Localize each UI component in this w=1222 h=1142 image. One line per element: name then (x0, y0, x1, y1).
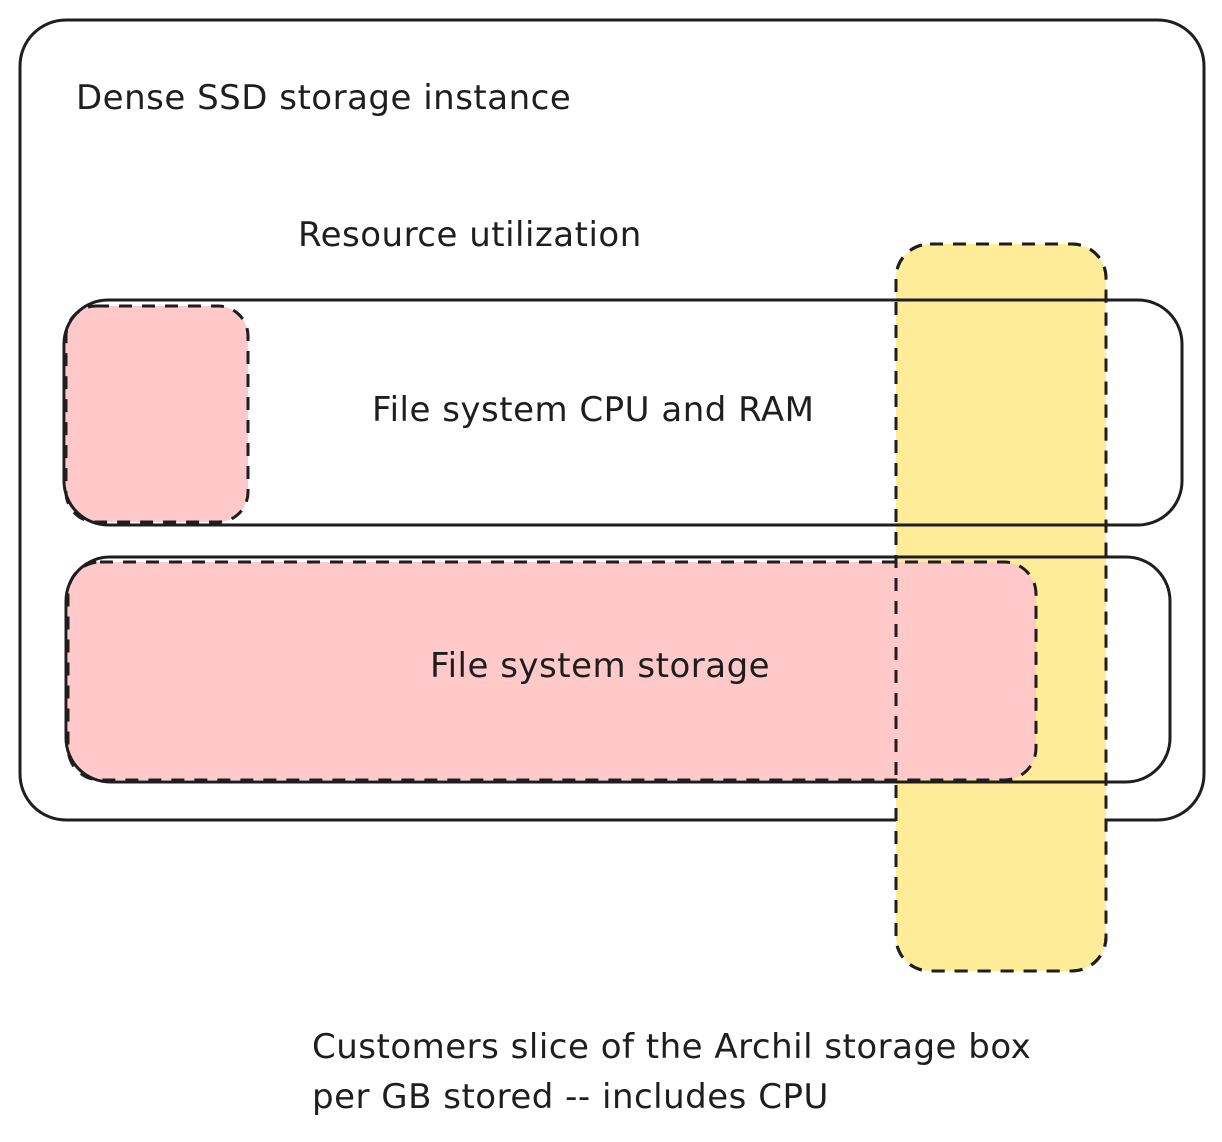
instance-box (18, 18, 1206, 822)
cpu-ram-row-box (62, 298, 1184, 527)
storage-row-box (64, 555, 1172, 784)
storage-row-label: File system storage (430, 646, 771, 686)
storage-usage-highlight (66, 560, 1038, 782)
customer-slice-outline (894, 242, 1108, 973)
caption-line-1: Customers slice of the Archil storage bo… (312, 1027, 1032, 1067)
instance-title: Dense SSD storage instance (76, 78, 572, 118)
customer-slice-caption: Customers slice of the Archil storage bo… (312, 1022, 1031, 1122)
cpu-ram-usage-highlight (64, 304, 250, 524)
resource-utilization-heading: Resource utilization (298, 215, 642, 255)
cpu-ram-row-label: File system CPU and RAM (372, 390, 815, 430)
caption-line-2: per GB stored -- includes CPU (312, 1077, 829, 1117)
